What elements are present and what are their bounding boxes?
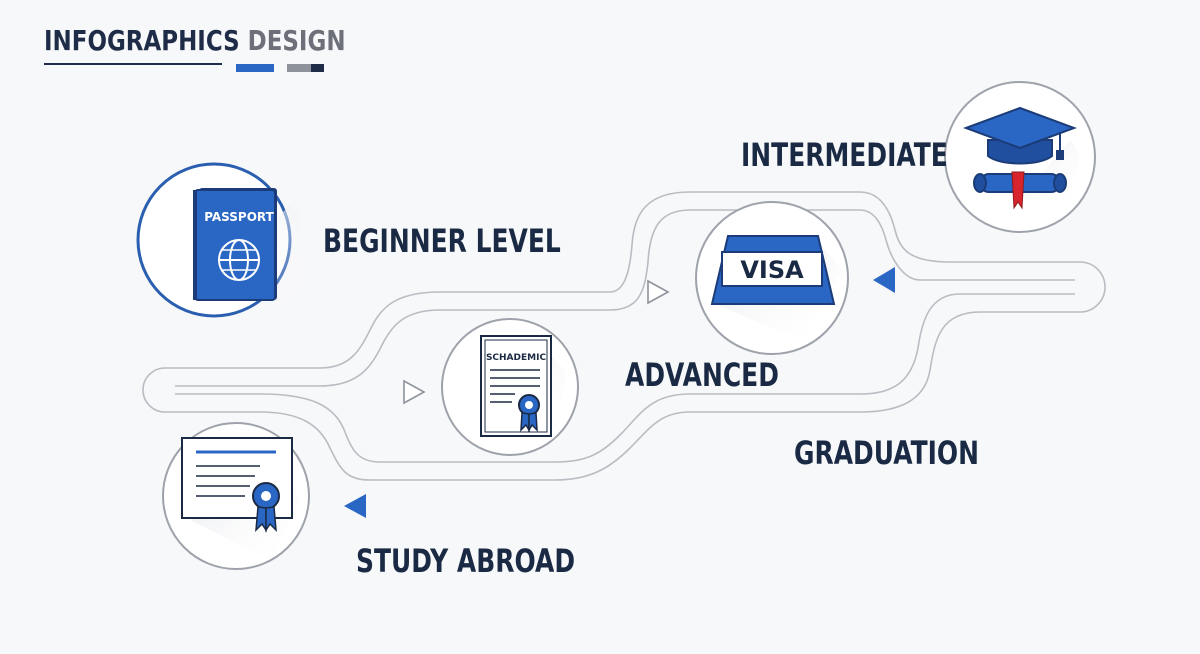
arrow-outline-top [647, 279, 670, 305]
label-advanced: ADVANCED [625, 356, 779, 394]
graduation-cap-icon [963, 106, 1077, 210]
arrow-blue-right [873, 267, 895, 293]
diploma-icon [181, 437, 293, 533]
diploma-node [162, 422, 310, 570]
label-graduation: GRADUATION [794, 434, 980, 472]
visa-text: VISA [740, 256, 804, 284]
passport-icon: PASSPORT [193, 188, 277, 301]
swatch-blue [236, 64, 274, 72]
label-intermediate: INTERMEDIATE [741, 136, 948, 174]
academic-certificate-node: SCHADEMIC [441, 318, 579, 456]
title-part-1: INFOGRAPHICS [44, 24, 240, 57]
visa-node: VISA [695, 201, 849, 355]
passport-node: PASSPORT [136, 162, 300, 318]
label-beginner-level: BEGINNER LEVEL [323, 222, 561, 260]
page-title: INFOGRAPHICS DESIGN [44, 24, 346, 57]
swatch-navy [311, 64, 324, 72]
label-study-abroad: STUDY ABROAD [356, 542, 576, 580]
passport-text: PASSPORT [204, 210, 274, 224]
title-underline [44, 63, 222, 65]
arrow-blue-left [344, 494, 366, 518]
path-track [142, 191, 1106, 481]
swatch-gray [287, 64, 311, 72]
certificate-icon: SCHADEMIC [480, 335, 552, 437]
graduation-cap-node [944, 81, 1096, 233]
certificate-text: SCHADEMIC [486, 353, 547, 363]
title-part-2: DESIGN [247, 24, 346, 57]
arrow-outline-middle [403, 379, 426, 405]
visa-card-icon: VISA [710, 235, 836, 305]
